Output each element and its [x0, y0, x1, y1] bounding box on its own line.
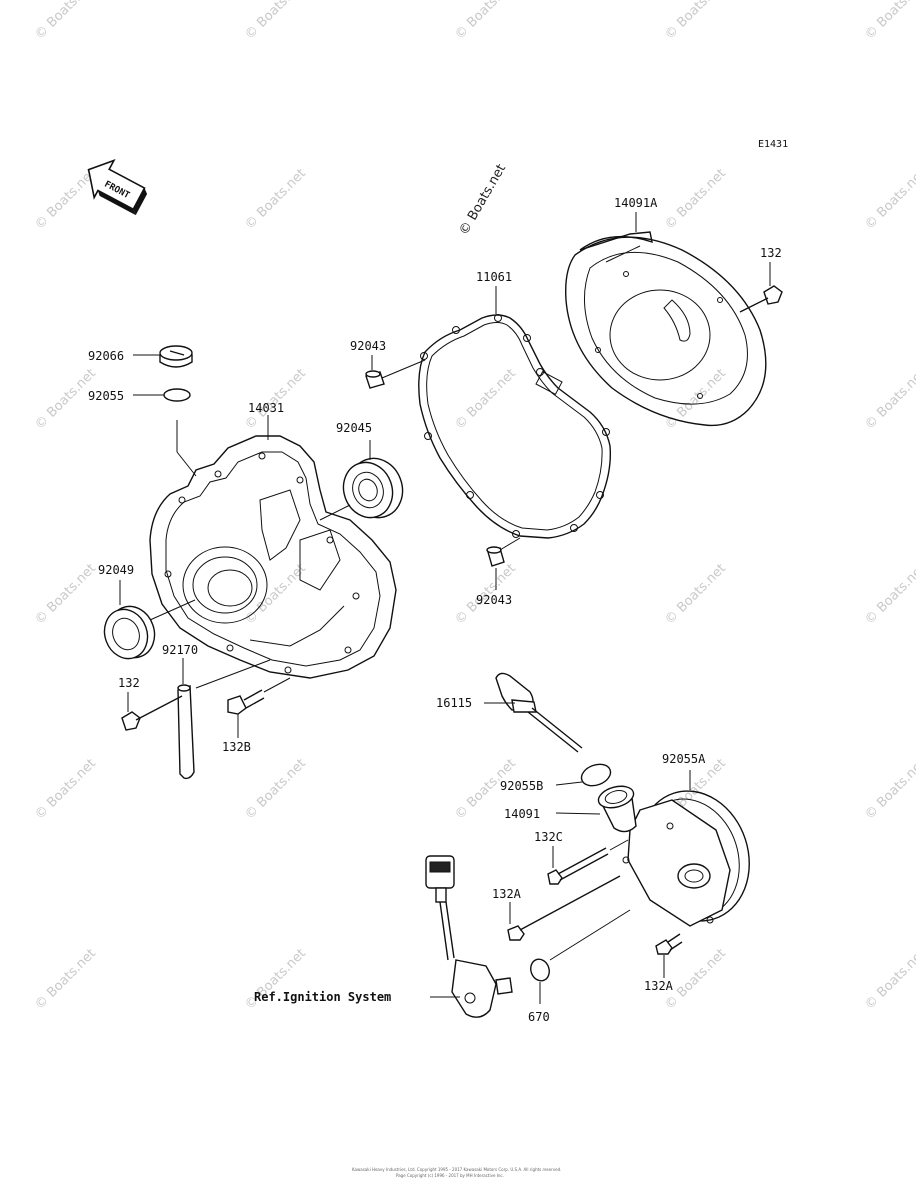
callout-670: 670 — [528, 1010, 550, 1024]
center-watermark: © Boats.net — [456, 162, 509, 238]
part-132B-bolt — [227, 677, 291, 738]
part-14031-crankcase-cover — [149, 415, 397, 679]
part-92045-bearing — [319, 440, 404, 521]
part-16115-dipstick — [484, 672, 583, 753]
callout-132C: 132C — [534, 830, 563, 844]
part-670-oring — [530, 909, 631, 1004]
watermark: © Boats.net — [862, 0, 916, 43]
watermark: © Boats.net — [242, 0, 309, 43]
callout-92045: 92045 — [336, 421, 372, 435]
watermark: © Boats.net — [862, 946, 916, 1013]
watermark: © Boats.net — [242, 366, 309, 433]
watermark: © Boats.net — [862, 366, 916, 433]
part-ignition-sensor — [425, 855, 513, 1018]
part-132-bolt-left — [121, 692, 183, 731]
callout-92055B: 92055B — [500, 779, 543, 793]
callout-14091: 14091 — [504, 807, 540, 821]
watermark: © Boats.net — [452, 366, 519, 433]
front-arrow-icon: FRONT — [87, 158, 148, 216]
part-132-bolt-top — [739, 285, 783, 313]
part-92043-dowel-bottom — [486, 537, 521, 567]
watermark: © Boats.net — [662, 0, 729, 43]
callout-92049: 92049 — [98, 563, 134, 577]
callout-92066: 92066 — [88, 349, 124, 363]
callout-132B: 132B — [222, 740, 251, 754]
callout-92043-top: 92043 — [350, 339, 386, 353]
watermark: © Boats.net — [662, 561, 729, 628]
watermark: © Boats.net — [862, 756, 916, 823]
part-14091-cover — [555, 770, 750, 927]
watermark: © Boats.net — [662, 166, 729, 233]
callout-14031: 14031 — [248, 401, 284, 415]
watermark: © Boats.net — [32, 166, 99, 233]
callout-ref-ignition-system: Ref.Ignition System — [254, 990, 391, 1004]
part-92055B-oring — [555, 763, 612, 787]
callout-132-left: 132 — [118, 676, 140, 690]
callout-92170: 92170 — [162, 643, 198, 657]
watermark: © Boats.net — [32, 756, 99, 823]
watermark: © Boats.net — [242, 561, 309, 628]
callout-labels: 14091A 132 11061 92043 92066 92055 14031… — [88, 196, 782, 1024]
watermark: © Boats.net — [32, 561, 99, 628]
part-92055-oring — [163, 388, 197, 477]
watermark: © Boats.net — [242, 166, 309, 233]
footer-copyright: Kawasaki Heavy Industries, Ltd. Copyrigh… — [352, 1167, 561, 1172]
watermark: © Boats.net — [242, 756, 309, 823]
part-92066-plug — [159, 345, 193, 368]
watermark: © Boats.net — [862, 561, 916, 628]
callout-16115: 16115 — [436, 696, 472, 710]
footer-page-copyright: Page Copyright (c) 1996 - 2017 by MH Int… — [396, 1173, 504, 1178]
watermark: © Boats.net — [32, 0, 99, 43]
part-14091A-cover-plate — [565, 231, 767, 427]
part-132A-bolt-right — [655, 933, 683, 978]
watermark: © Boats.net — [862, 166, 916, 233]
callout-92055: 92055 — [88, 389, 124, 403]
diagram-code: E1431 — [758, 139, 788, 150]
callout-11061: 11061 — [476, 270, 512, 284]
part-92043-dowel-top — [365, 359, 426, 389]
callout-92043-bottom: 92043 — [476, 593, 512, 607]
callout-132-top: 132 — [760, 246, 782, 260]
part-132C-bolt — [547, 839, 629, 885]
watermark-layer: © Boats.net © Boats.net © Boats.net © Bo… — [32, 0, 916, 1013]
watermark: © Boats.net — [452, 0, 519, 43]
part-132A-bolt-left — [507, 875, 621, 941]
callout-132A-right: 132A — [644, 979, 674, 993]
callout-14091A: 14091A — [614, 196, 658, 210]
part-92170-clamp — [177, 658, 271, 780]
part-11061-gasket — [418, 314, 612, 539]
callout-92055A: 92055A — [662, 752, 706, 766]
callout-132A-left: 132A — [492, 887, 522, 901]
part-92049-oil-seal — [103, 580, 196, 660]
watermark: © Boats.net — [32, 946, 99, 1013]
